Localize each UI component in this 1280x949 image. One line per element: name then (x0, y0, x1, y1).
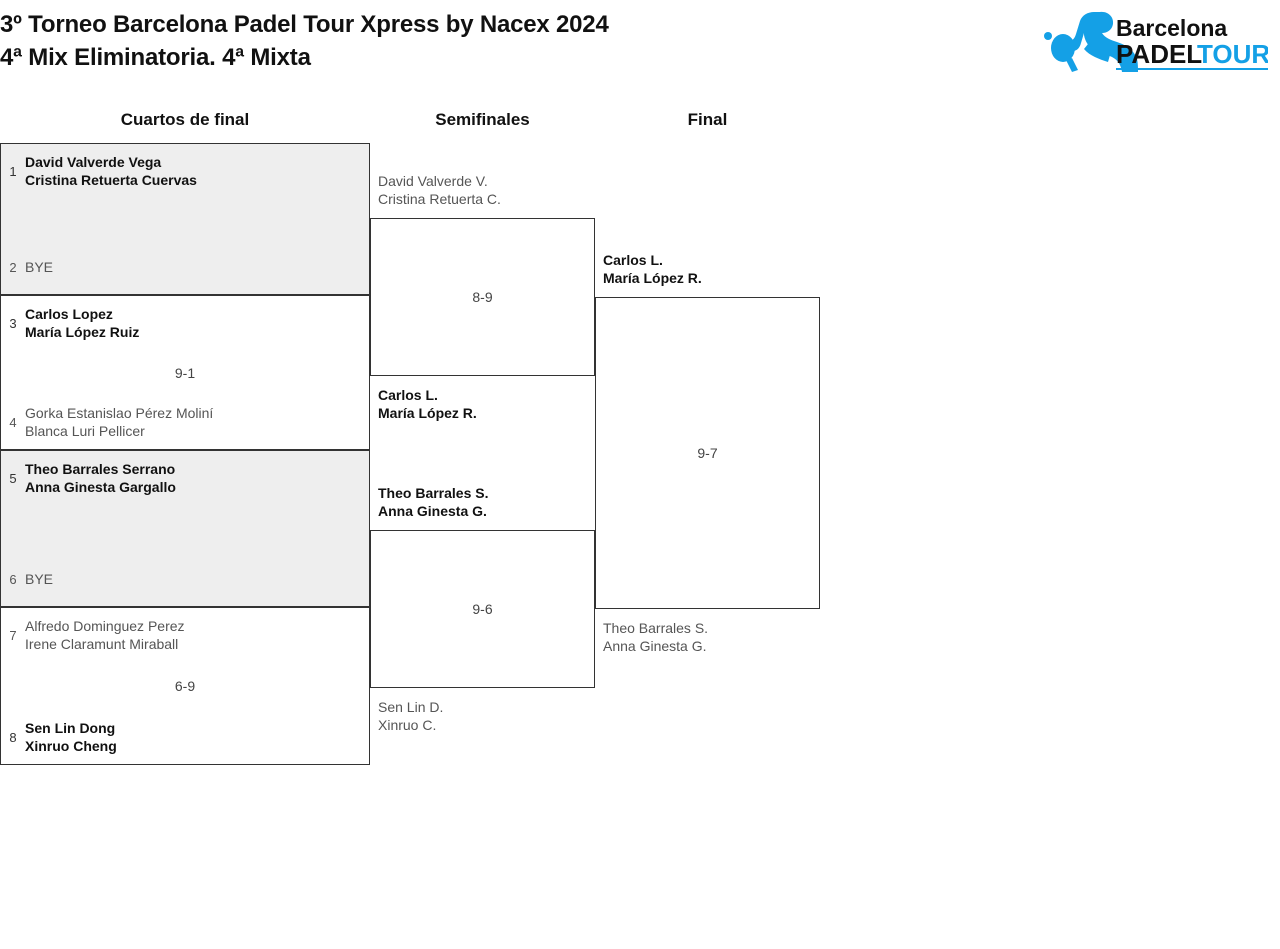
seed-number: 2 (9, 259, 17, 275)
player-2: Blanca Luri Pellicer (25, 423, 145, 439)
player-1: BYE (25, 259, 54, 275)
match-slot-bottom[interactable]: 2 BYE (1, 244, 369, 290)
match-slot-top[interactable]: 1 David Valverde Vega Cristina Retuerta … (1, 148, 369, 194)
match-slot-top[interactable]: Carlos L. María López R. (596, 246, 819, 292)
round-header-final: Final (687, 110, 728, 129)
match-slot-bottom[interactable]: Carlos L. María López R. (371, 381, 594, 427)
round-header-quarterfinals: Cuartos de final (120, 110, 250, 129)
page-title: 3º Torneo Barcelona Padel Tour Xpress by… (0, 8, 1000, 74)
team-name: Gorka Estanislao Pérez Moliní Blanca Lur… (25, 404, 213, 440)
logo-word-barcelona: Barcelona (1116, 15, 1227, 41)
match-slot-bottom[interactable]: 6 BYE (1, 556, 369, 602)
team-name: Alfredo Dominguez Perez Irene Claramunt … (25, 617, 185, 653)
seed-number: 1 (9, 163, 17, 179)
team-name: Carlos Lopez María López Ruiz (25, 305, 139, 341)
title-line-1: 3º Torneo Barcelona Padel Tour Xpress by… (0, 11, 609, 38)
player-2: María López R. (378, 405, 477, 421)
match-slot-top[interactable]: 7 Alfredo Dominguez Perez Irene Claramun… (1, 612, 369, 658)
match-quarterfinal-3[interactable]: 5 Theo Barrales Serrano Anna Ginesta Gar… (0, 450, 370, 607)
seed-number: 4 (9, 414, 17, 430)
match-score: 8-9 (472, 289, 493, 305)
player-1: Theo Barrales S. (378, 485, 489, 501)
match-slot-top[interactable]: 3 Carlos Lopez María López Ruiz (1, 300, 369, 346)
match-semifinal-1[interactable]: David Valverde V. Cristina Retuerta C. 8… (370, 173, 595, 421)
logo-svg: Barcelona PADEL TOUR (1044, 11, 1270, 72)
player-1: BYE (25, 571, 54, 587)
team-name: David Valverde V. Cristina Retuerta C. (371, 172, 501, 208)
player-2: Irene Claramunt Miraball (25, 636, 179, 652)
match-slot-bottom[interactable]: Theo Barrales S. Anna Ginesta G. (596, 614, 819, 660)
team-name: Carlos L. María López R. (371, 386, 477, 422)
match-slot-bottom[interactable]: Sen Lin D. Xinruo C. (371, 693, 594, 739)
match-score: 9-1 (174, 364, 196, 381)
round-header-semifinals: Semifinales (435, 110, 530, 129)
logo-word-padel: PADEL (1116, 39, 1202, 69)
player-1: Carlos L. (603, 252, 663, 268)
match-slot-top[interactable]: Theo Barrales S. Anna Ginesta G. (371, 479, 594, 525)
match-score: 9-6 (472, 601, 493, 617)
team-name: Theo Barrales S. Anna Ginesta G. (596, 619, 708, 655)
player-2: Cristina Retuerta Cuervas (25, 172, 197, 188)
team-name: Theo Barrales S. Anna Ginesta G. (371, 484, 489, 520)
team-name: Carlos L. María López R. (596, 251, 702, 287)
player-1: Gorka Estanislao Pérez Moliní (25, 405, 214, 421)
seed-number: 5 (9, 470, 17, 486)
seed-number: 3 (9, 315, 17, 331)
match-slot-bottom[interactable]: 8 Sen Lin Dong Xinruo Cheng (1, 714, 369, 760)
team-name: BYE (25, 570, 53, 588)
player-2: Xinruo Cheng (25, 738, 117, 754)
match-score: 6-9 (174, 678, 196, 694)
seed-number: 8 (9, 729, 17, 745)
player-2: Cristina Retuerta C. (378, 191, 501, 207)
player-2: María López Ruiz (25, 324, 140, 340)
player-2: Xinruo C. (378, 717, 437, 733)
title-line-2: 4ª Mix Eliminatoria. 4ª Mixta (0, 44, 311, 71)
seed-number: 6 (9, 571, 17, 587)
player-1: Carlos Lopez (25, 306, 113, 322)
player-2: Anna Ginesta Gargallo (25, 479, 176, 495)
player-1: Alfredo Dominguez Perez (25, 618, 185, 634)
match-slot-bottom[interactable]: 4 Gorka Estanislao Pérez Moliní Blanca L… (1, 399, 369, 445)
barcelona-padel-tour-logo: Barcelona PADEL TOUR (1036, 6, 1270, 78)
match-quarterfinal-2[interactable]: 3 Carlos Lopez María López Ruiz 9-1 4 Go… (0, 295, 370, 450)
team-name: Theo Barrales Serrano Anna Ginesta Garga… (25, 460, 176, 496)
player-2: Anna Ginesta G. (603, 638, 707, 654)
player-2: Anna Ginesta G. (378, 503, 487, 519)
seed-number: 7 (9, 627, 17, 643)
match-slot-top[interactable]: 5 Theo Barrales Serrano Anna Ginesta Gar… (1, 455, 369, 501)
team-name: Sen Lin Dong Xinruo Cheng (25, 719, 117, 755)
match-quarterfinal-1[interactable]: 1 David Valverde Vega Cristina Retuerta … (0, 143, 370, 295)
player-1: Theo Barrales Serrano (25, 461, 176, 477)
logo-word-tour: TOUR (1197, 39, 1268, 69)
player-1: David Valverde V. (378, 173, 488, 189)
match-semifinal-2[interactable]: Theo Barrales S. Anna Ginesta G. 9-6 Sen… (370, 485, 595, 733)
match-final[interactable]: Carlos L. María López R. 9-7 Theo Barral… (595, 252, 820, 654)
team-name: Sen Lin D. Xinruo C. (371, 698, 443, 734)
player-2: María López R. (603, 270, 702, 286)
match-quarterfinal-4[interactable]: 7 Alfredo Dominguez Perez Irene Claramun… (0, 607, 370, 765)
player-1: David Valverde Vega (25, 154, 162, 170)
player-1: Carlos L. (378, 387, 438, 403)
team-name: David Valverde Vega Cristina Retuerta Cu… (25, 153, 197, 189)
player-1: Sen Lin D. (378, 699, 444, 715)
match-slot-top[interactable]: David Valverde V. Cristina Retuerta C. (371, 167, 594, 213)
player-1: Theo Barrales S. (603, 620, 709, 636)
match-score: 9-7 (697, 445, 718, 461)
team-name: BYE (25, 258, 53, 276)
player-1: Sen Lin Dong (25, 720, 116, 736)
